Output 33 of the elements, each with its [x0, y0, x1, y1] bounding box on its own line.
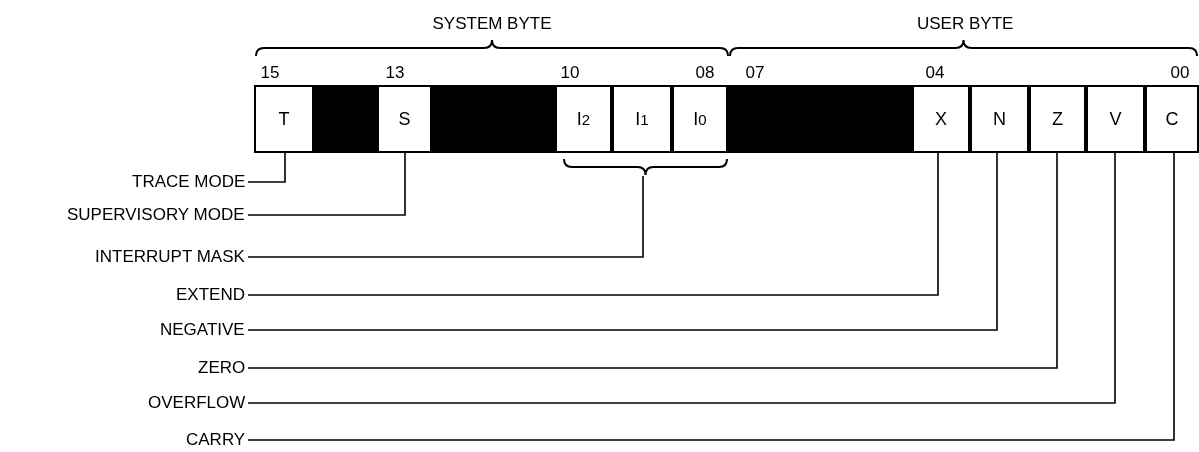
flag-bit-cell: S [377, 85, 432, 153]
flag-name: TRACE MODE [132, 172, 246, 192]
leader-line [247, 152, 1116, 404]
bit-number: 13 [385, 63, 405, 83]
bit-number: 07 [745, 63, 765, 83]
flag-name: NEGATIVE [160, 320, 245, 340]
flag-bit-cell: C [1145, 85, 1199, 153]
flag-bit-cell: T [254, 85, 314, 153]
byte-label: SYSTEM BYTE [432, 14, 552, 34]
leader-line [247, 152, 939, 296]
flag-name: EXTEND [176, 285, 245, 305]
flag-name: OVERFLOW [148, 393, 246, 413]
leader-line [247, 152, 1058, 369]
flag-name: SUPERVISORY MODE [67, 205, 245, 225]
leader-line [247, 152, 998, 331]
flag-bit-cell: X [912, 85, 970, 153]
flag-name: CARRY [186, 430, 246, 450]
bit-number: 04 [925, 63, 945, 83]
flag-bit-cell: V [1086, 85, 1145, 153]
bit-number: 10 [560, 63, 580, 83]
leader-line [247, 175, 644, 258]
flag-name: INTERRUPT MASK [95, 247, 245, 267]
leader-line [247, 152, 1175, 441]
flag-name: ZERO [198, 358, 246, 378]
bit-number: 00 [1170, 63, 1190, 83]
bracket [563, 158, 728, 176]
bit-number: 15 [260, 63, 280, 83]
flag-bit-cell: N [970, 85, 1029, 153]
flag-bit-cell: Z [1029, 85, 1086, 153]
byte-label: USER BYTE [917, 14, 1014, 34]
bit-number: 08 [695, 63, 715, 83]
leader-line [247, 152, 406, 216]
leader-line [247, 152, 286, 183]
